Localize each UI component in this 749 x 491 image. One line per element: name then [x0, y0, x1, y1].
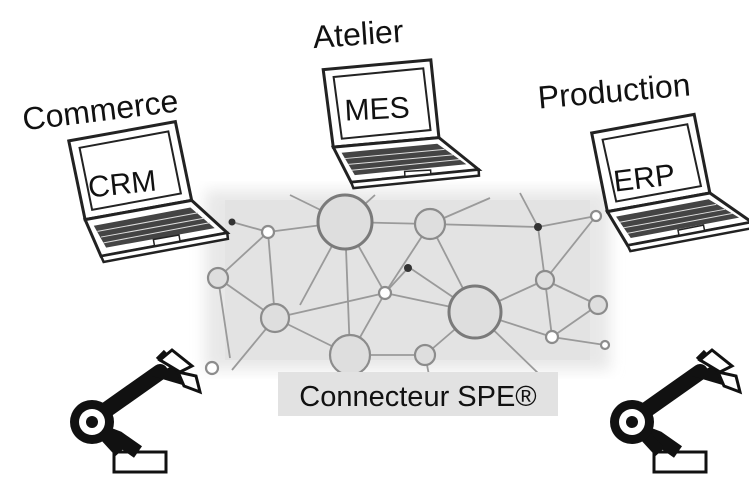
network-node [447, 284, 503, 340]
network-dot [404, 264, 412, 272]
laptop-icon [67, 119, 231, 264]
network-dot [228, 218, 236, 226]
network-node [316, 193, 374, 251]
connector-label: Connecteur SPE® [299, 381, 536, 413]
network-dot [534, 223, 542, 231]
network-node [413, 343, 437, 367]
mes-screen-label: MES [344, 91, 411, 127]
connector-label-background [278, 372, 558, 416]
atelier-label: Atelier [312, 13, 405, 55]
network-node [260, 224, 276, 240]
network-node [377, 285, 393, 301]
network-node [413, 207, 447, 241]
erp-screen-label: ERP [612, 158, 677, 198]
laptop-icon [321, 58, 483, 190]
network-node [589, 209, 603, 223]
crm-screen-label: CRM [87, 165, 158, 205]
network-node [259, 302, 291, 334]
network-node [544, 329, 560, 345]
network-node [328, 333, 372, 377]
robot-arm-icon [70, 348, 203, 474]
network-node [206, 266, 230, 290]
network-node [534, 269, 556, 291]
production-label: Production [536, 66, 692, 115]
laptop-icon [589, 112, 749, 253]
robot-arm-icon [610, 348, 743, 474]
network-node [587, 294, 609, 316]
network-node [599, 339, 611, 351]
network-node [204, 360, 220, 376]
